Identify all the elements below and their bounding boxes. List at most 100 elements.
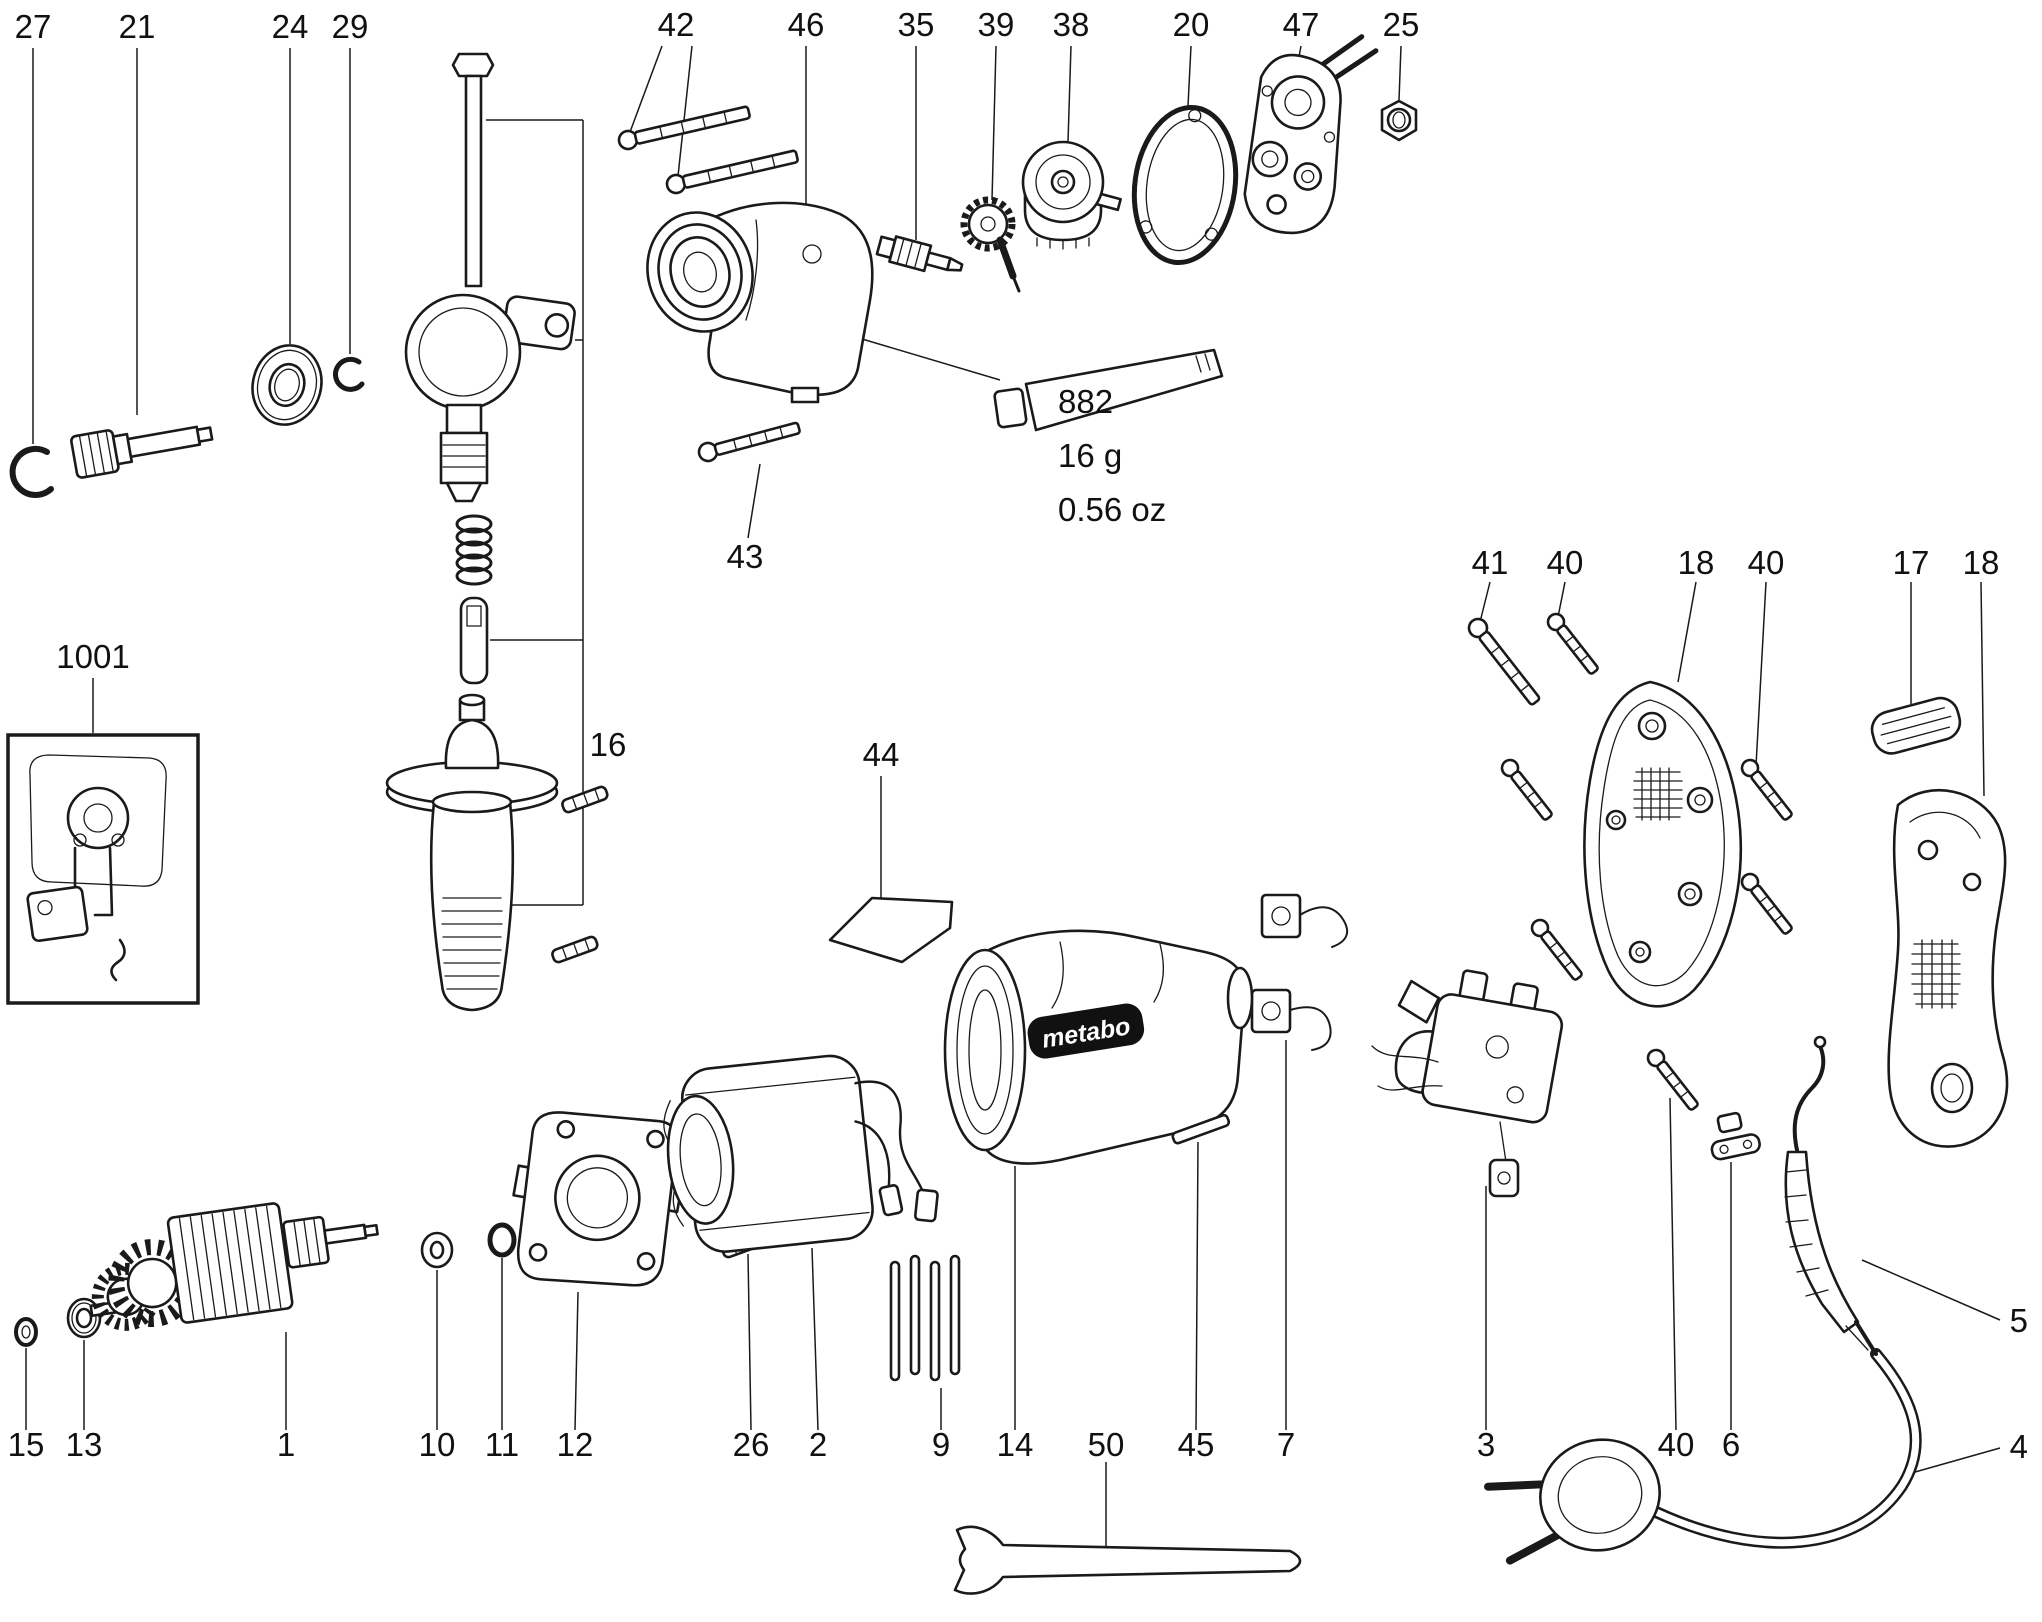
part-label-11: 11 — [485, 1426, 519, 1463]
leader-line — [629, 45, 663, 133]
part-label-27: 27 — [15, 8, 52, 45]
part-label-35: 35 — [898, 6, 935, 43]
part-2-stator — [663, 1054, 939, 1253]
part-labels: 27 21 24 29 42 46 35 39 38 20 47 25 41 4… — [8, 6, 2028, 1465]
part-label-25: 25 — [1383, 6, 1420, 43]
bracket-line-16 — [486, 119, 584, 906]
part-29-circlip — [333, 356, 365, 392]
part-11-ring — [487, 1222, 517, 1258]
part-16-pin — [459, 596, 489, 685]
part-18-right-shell — [1887, 789, 2009, 1148]
part-label-40: 40 — [1547, 544, 1584, 581]
leader-line — [1861, 1259, 2001, 1321]
part-7-brushes — [1250, 893, 1348, 1051]
part-38-gear — [1021, 140, 1122, 250]
grip-texture — [1633, 767, 1683, 821]
part-47-bearing-plate — [1243, 34, 1379, 235]
part-1-armature — [89, 1202, 379, 1331]
part-label-38: 38 — [1053, 6, 1090, 43]
part-label-18: 18 — [1963, 544, 2000, 581]
leader-line — [1557, 581, 1566, 618]
part-label-9: 9 — [932, 1426, 950, 1463]
leader-line — [1479, 581, 1491, 623]
brand-logo-plate — [1027, 1003, 1145, 1059]
part-label-21: 21 — [119, 8, 156, 45]
part-882-grease-tube — [993, 348, 1224, 432]
part-3-switch — [1371, 969, 1564, 1198]
part-label-16: 16 — [590, 726, 627, 763]
part-45-strip — [1171, 1113, 1231, 1145]
leader-line — [1677, 581, 1697, 683]
part-46-gear-housing — [646, 201, 874, 404]
leader-lines — [25, 45, 2001, 1548]
leader-line — [851, 335, 1001, 381]
part-label-5: 5 — [2010, 1302, 2028, 1339]
part-14-motor-housing: metabo — [943, 929, 1254, 1165]
part-12-bearing-bracket — [512, 1111, 684, 1287]
part-16-clamp-ring — [404, 293, 576, 503]
part-label-2: 2 — [809, 1426, 827, 1463]
leader-line — [677, 45, 693, 177]
leader-line — [1907, 1447, 2001, 1475]
part-label-44: 44 — [863, 736, 900, 773]
part-label-18: 18 — [1678, 544, 1715, 581]
part-label-50: 50 — [1088, 1426, 1125, 1463]
part-label-40: 40 — [1658, 1426, 1695, 1463]
grease-weight-grams: 16 g — [1058, 437, 1122, 474]
leader-line — [1187, 45, 1192, 107]
part-label-26: 26 — [733, 1426, 770, 1463]
part-4-power-cord — [1484, 1320, 1922, 1565]
part-label-20: 20 — [1173, 6, 1210, 43]
grease-weight-ounces: 0.56 oz — [1058, 491, 1166, 528]
part-label-13: 13 — [66, 1426, 103, 1463]
part-35-shaft — [875, 235, 964, 273]
part-label-45: 45 — [1178, 1426, 1215, 1463]
part-9-pins — [889, 1254, 961, 1382]
part-50-wrench — [953, 1525, 1302, 1595]
part-label-42: 42 — [658, 6, 695, 43]
part-27-circlip — [9, 445, 54, 498]
leader-line — [1669, 1097, 1677, 1431]
part-16-handle-grip — [429, 790, 515, 1012]
part-20-gasket — [1131, 104, 1239, 266]
grip-texture — [1911, 939, 1961, 1009]
part-label-14: 14 — [997, 1426, 1034, 1463]
leader-line — [811, 1247, 819, 1431]
part-25-nut — [1380, 99, 1418, 142]
part-16-bolt — [451, 52, 495, 288]
part-label-4: 4 — [2010, 1428, 2028, 1465]
part-label-43: 43 — [727, 538, 764, 575]
part-label-3: 3 — [1477, 1426, 1495, 1463]
part-label-40: 40 — [1748, 544, 1785, 581]
part-18-left-shell — [1583, 680, 1743, 1008]
part-label-15: 15 — [8, 1426, 45, 1463]
leader-line — [1398, 45, 1402, 101]
leader-line — [1980, 581, 1985, 797]
leader-line — [747, 463, 761, 539]
part-1001-inset — [6, 733, 200, 1005]
part-10-washer — [420, 1231, 454, 1269]
part-label-29: 29 — [332, 8, 369, 45]
part-label-24: 24 — [272, 8, 309, 45]
part-16-spring — [455, 514, 493, 586]
part-label-1001: 1001 — [56, 638, 129, 675]
part-15-washer — [14, 1317, 38, 1347]
part-label-39: 39 — [978, 6, 1015, 43]
part-21-spindle — [70, 425, 214, 479]
leader-line — [1755, 581, 1767, 767]
part-label-17: 17 — [1893, 544, 1930, 581]
part-label-6: 6 — [1722, 1426, 1740, 1463]
part-label-10: 10 — [419, 1426, 456, 1463]
part-label-46: 46 — [788, 6, 825, 43]
part-label-1: 1 — [277, 1426, 295, 1463]
leader-line — [747, 1253, 752, 1431]
grease-part-number: 882 — [1058, 383, 1113, 420]
part-label-41: 41 — [1472, 544, 1509, 581]
part-17-cap — [1870, 696, 1962, 755]
leader-line — [1195, 1141, 1199, 1431]
leader-line — [574, 1291, 579, 1431]
leader-line — [991, 45, 997, 201]
part-39-gear — [960, 196, 1021, 293]
